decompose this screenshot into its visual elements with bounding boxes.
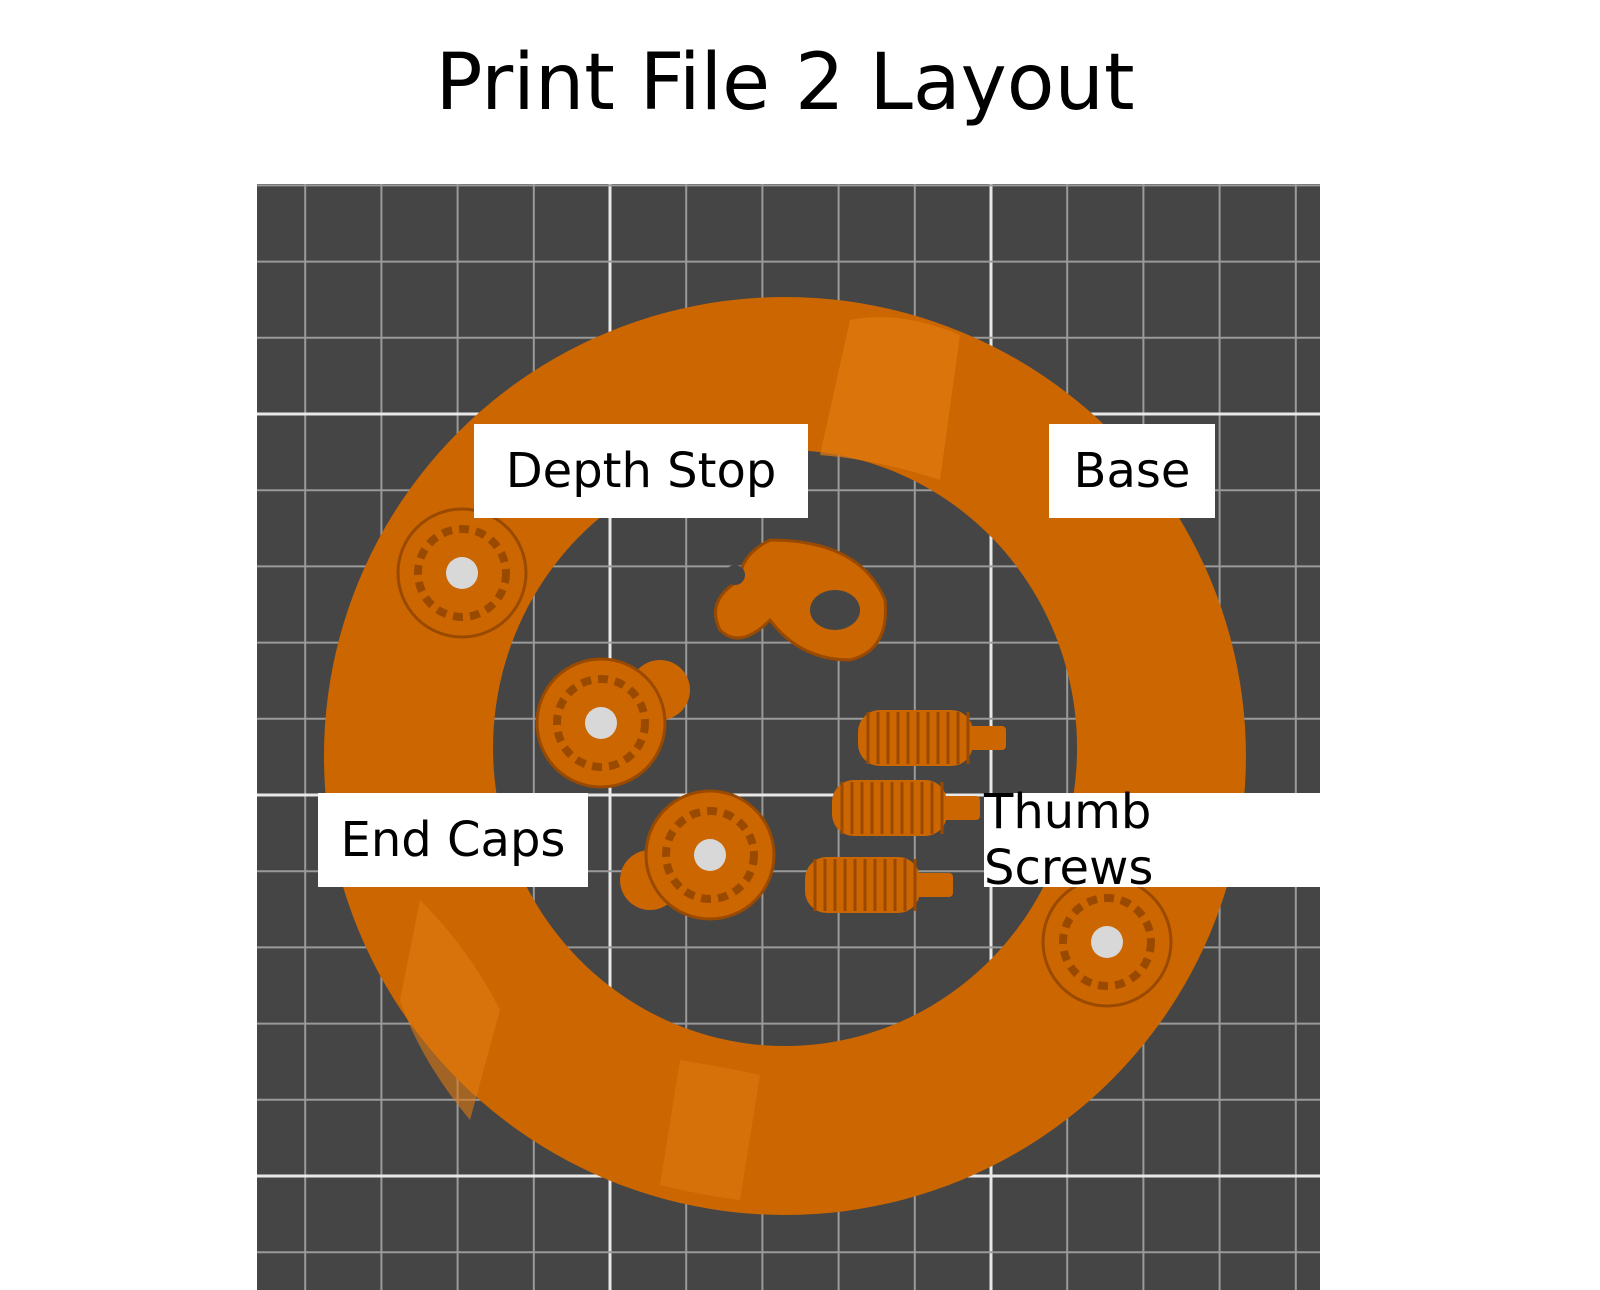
depth-stop-part <box>714 538 888 662</box>
end-cap <box>396 507 528 639</box>
base-ring <box>323 297 1246 1215</box>
thumb-screws-parts <box>805 710 1006 913</box>
thumb-screw <box>805 857 953 913</box>
thumb-screw <box>832 780 980 836</box>
label-thumb-screws: Thumb Screws <box>984 784 1320 896</box>
label-depth-stop: Depth Stop <box>474 424 808 518</box>
end-cap <box>1041 876 1173 1008</box>
label-base: Base <box>1049 424 1215 518</box>
end-cap <box>535 657 690 789</box>
thumb-screw <box>858 710 1006 766</box>
label-end-caps: End Caps <box>318 793 588 887</box>
end-cap <box>620 789 776 921</box>
end-caps-parts <box>396 507 1173 1008</box>
slide-title: Print File 2 Layout <box>435 38 1135 128</box>
